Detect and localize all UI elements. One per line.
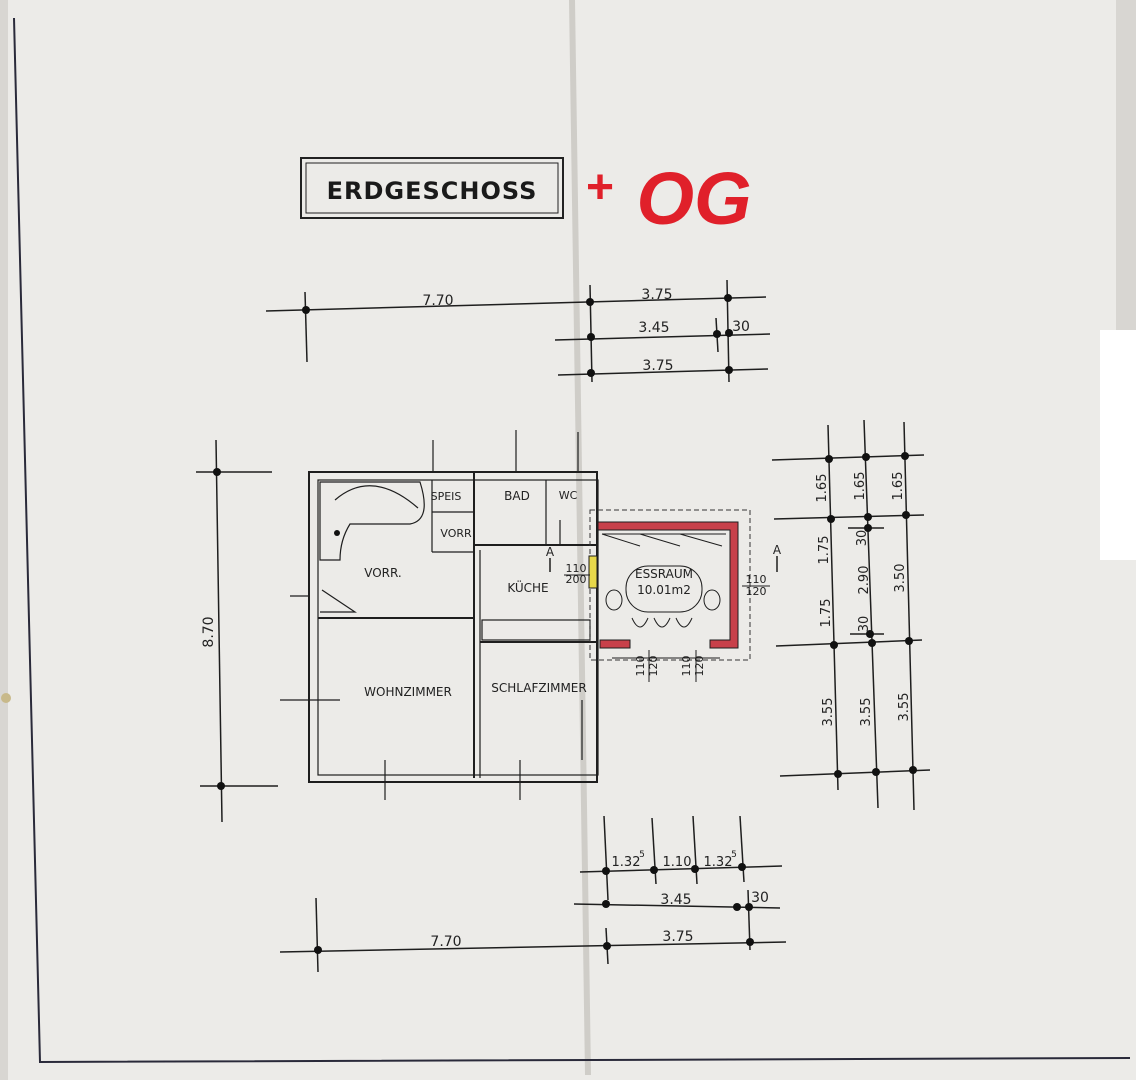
stair-start-dot [334,530,340,536]
room-bad: BAD [504,489,530,503]
room-vorr-small: VORR [440,527,472,540]
left-dim-dot-bottom [217,782,225,790]
dim-r2-4: 3.55 [859,698,874,727]
dim-r2-1: 30 [855,530,870,547]
room-wohnzimmer: WOHNZIMMER [364,685,452,699]
win-b2-top: 110 [680,656,693,677]
room-wc: WC [559,489,578,502]
win-b2-bottom: 120 [693,656,706,677]
room-vorr: VORR. [364,566,402,580]
dim-top-375b: 3.75 [642,358,673,374]
plan-walls [280,430,599,800]
essraum-wall-red [597,521,739,649]
win-b1-bottom: 120 [647,656,660,677]
essraum-door-yellow [588,555,598,589]
top-dimension-dots [302,294,733,377]
room-kueche: KÜCHE [507,579,548,595]
room-speis: SPEIS [431,490,462,503]
bottom-dim-dots [314,863,754,954]
dim-r3-2: 3.55 [897,693,912,722]
left-dimension [196,439,278,823]
dim-b1-0: 1.32 [612,855,641,870]
title-box [300,157,564,219]
dim-r2-3: 30 [857,616,872,633]
title-box-inner [305,162,559,214]
dim-b1-2: 1.32 [704,855,733,870]
win-b1-top: 110 [634,656,647,677]
dim-b1-sup-2: 5 [731,850,737,860]
right-dimensions [771,419,931,811]
right-dim-dots [825,452,917,778]
dim-r1-1: 1.75 [817,536,832,565]
dim-r3-1: 3.50 [893,564,908,593]
paper-edge-highlight [1100,330,1136,560]
dim-left-870: 8.70 [201,616,217,647]
room-essraum-area: 10.01m2 [637,583,691,597]
dim-r3-0: 1.65 [891,472,906,501]
paper-fold [569,0,591,1076]
sheet-border [13,17,1131,1064]
win-right-bottom: 120 [746,585,767,598]
dim-r1-2: 1.75 [819,599,834,628]
room-essraum: ESSRAUM [635,567,693,581]
dim-top-345: 3.45 [638,320,669,336]
dim-r2-0: 1.65 [853,472,868,501]
bottom-window-ticks [612,650,720,682]
dim-b3-375: 3.75 [662,929,693,945]
win-left-bottom: 200 [566,573,587,586]
dim-b1-1: 1.10 [663,855,692,870]
dim-r2-2: 2.90 [857,566,872,595]
plan-title: ERDGESCHOSS [327,177,538,205]
section-mark-right: A [773,543,782,557]
win-left-top: 110 [566,562,587,575]
win-right-top: 110 [746,573,767,586]
paper-sheet [8,0,1136,1080]
dim-b1-sup-0: 5 [639,850,645,860]
dim-top-375a: 3.75 [641,287,672,303]
dim-b2-345: 3.45 [660,892,691,908]
essraum-furniture [601,533,726,628]
dim-top-30: 30 [732,319,750,335]
left-dim-dot-top [213,468,221,476]
section-mark-left: A [546,545,555,559]
punch-hole [1,693,11,703]
dim-top-770: 7.70 [422,293,453,309]
dim-r1-0: 1.65 [815,474,830,503]
annotation-plus: + [586,161,614,214]
essraum-wall-red-bottom [599,639,631,649]
room-schlafzimmer: SCHLAFZIMMER [491,681,586,695]
dim-b3-770: 7.70 [430,934,461,950]
annotation-og: OG [636,157,751,240]
dim-b2-30: 30 [751,890,769,906]
dim-r1-3: 3.55 [821,698,836,727]
